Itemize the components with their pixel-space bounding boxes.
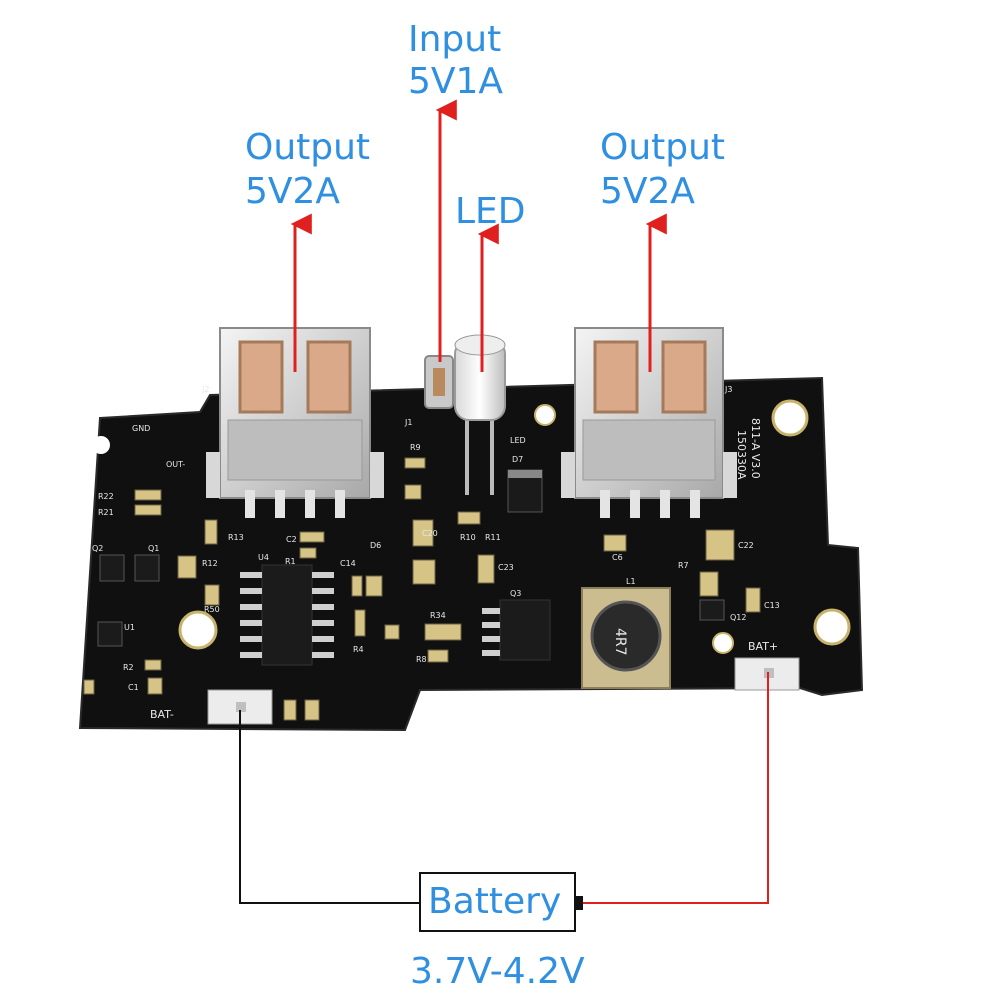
- silk-led: LED: [510, 436, 526, 445]
- silk-r10: R10: [460, 533, 476, 542]
- led-label: LED: [455, 191, 526, 232]
- silk-q2: Q2: [92, 544, 103, 553]
- mounting-hole: [92, 436, 110, 454]
- silk-c13: C13: [764, 601, 780, 610]
- silk-r22: R22: [98, 492, 114, 501]
- silk-bat-plus: BAT+: [748, 640, 778, 653]
- silk-c6: C6: [612, 553, 623, 562]
- input-value: 5V1A: [408, 61, 504, 102]
- output-left-title: Output: [245, 127, 371, 168]
- silk-model: 811-A V3.0: [749, 418, 762, 479]
- transistors: [97, 554, 725, 647]
- silk-l1: L1: [626, 577, 636, 586]
- silk-u4: U4: [258, 553, 269, 562]
- silk-c20: C20: [422, 529, 438, 538]
- battery-label: Battery: [428, 881, 562, 922]
- silk-u1: U1: [124, 623, 135, 632]
- ic-u4: [240, 564, 334, 666]
- silk-j3: J3: [724, 385, 732, 394]
- silk-r11: R11: [485, 533, 501, 542]
- silk-q1: Q1: [148, 544, 159, 553]
- silk-r1: R1: [285, 557, 296, 566]
- silk-r13: R13: [228, 533, 244, 542]
- silk-r9: R9: [410, 443, 421, 452]
- silk-d6: D6: [370, 541, 381, 550]
- silk-date-code: 150330A: [735, 430, 748, 480]
- silk-r4: R4: [353, 645, 364, 654]
- silk-d7: D7: [512, 455, 523, 464]
- silk-r12: R12: [202, 559, 218, 568]
- smd-components: [83, 457, 761, 721]
- silk-bat-minus: BAT-: [150, 708, 174, 721]
- silk-r50: R50: [204, 605, 220, 614]
- silk-q12: Q12: [730, 613, 746, 622]
- mounting-hole: [813, 608, 851, 646]
- silk-c1: C1: [128, 683, 139, 692]
- silk-r2: R2: [123, 663, 134, 672]
- led-component: [454, 334, 506, 495]
- silkscreen: GND OUT- J2 J1 J3 R9 LED D7 R10 R11 R22 …: [92, 385, 780, 721]
- silk-c14: C14: [340, 559, 356, 568]
- mounting-hole: [712, 632, 734, 654]
- micro-usb-input: [424, 355, 454, 409]
- battery-voltage: 3.7V-4.2V: [410, 951, 585, 992]
- usb-port-left: [206, 327, 384, 518]
- output-left-value: 5V2A: [245, 171, 341, 212]
- output-right-value: 5V2A: [600, 171, 696, 212]
- inductor-marking: 4R7: [612, 628, 628, 656]
- diode-d7: [507, 469, 543, 513]
- battery-terminal: [575, 896, 583, 910]
- silk-r7: R7: [678, 561, 689, 570]
- silk-c23: C23: [498, 563, 514, 572]
- mosfet-q3: [482, 599, 551, 661]
- silk-out-minus: OUT-: [166, 460, 185, 469]
- mounting-hole: [534, 404, 556, 426]
- wire-negative: [239, 710, 420, 904]
- mounting-hole: [178, 610, 218, 650]
- silk-r21: R21: [98, 508, 114, 517]
- mounting-hole: [771, 399, 809, 437]
- silk-j2: J2: [201, 385, 209, 394]
- wire-positive: [582, 672, 769, 904]
- output-right-title: Output: [600, 127, 726, 168]
- inductor-l1: [581, 587, 671, 689]
- silk-r8: R8: [416, 655, 427, 664]
- silk-r34: R34: [430, 611, 446, 620]
- usb-port-right: [561, 327, 737, 518]
- battery-box: [419, 872, 576, 932]
- silk-gnd: GND: [132, 424, 150, 433]
- silk-c2: C2: [286, 535, 297, 544]
- silk-j1: J1: [404, 418, 412, 427]
- input-title: Input: [408, 19, 502, 60]
- silk-q3: Q3: [510, 589, 521, 598]
- silk-c22: C22: [738, 541, 754, 550]
